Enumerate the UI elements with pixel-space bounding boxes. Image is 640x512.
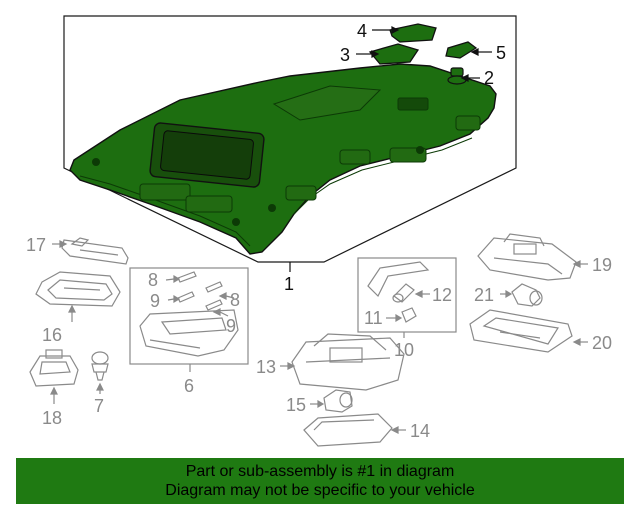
callout-5: 5: [496, 43, 506, 63]
callout-21: 21: [474, 285, 494, 305]
callout-19: 19: [592, 255, 612, 275]
clip-part-5[interactable]: [445, 41, 478, 59]
grab-handle-part-10[interactable]: [367, 261, 430, 298]
bulb-part-15[interactable]: [323, 389, 353, 413]
callout-14: 14: [410, 421, 430, 441]
callout-4: 4: [357, 21, 367, 41]
parts-diagram: 1 2 3 4 5: [26, 15, 612, 447]
callout-15: 15: [286, 395, 306, 415]
callout-12: 12: [432, 285, 452, 305]
callout-1: 1: [284, 274, 294, 294]
callout-17: 17: [26, 235, 46, 255]
sun-visor-part-6[interactable]: [139, 309, 239, 357]
visor-clip-part-9a[interactable]: [177, 291, 195, 303]
callout-2: 2: [484, 68, 494, 88]
callout-3: 3: [340, 45, 350, 65]
callout-7: 7: [94, 396, 104, 416]
clip-part-4[interactable]: [389, 23, 437, 43]
callout-10: 10: [394, 340, 414, 360]
trim-strip-part-17[interactable]: [61, 237, 129, 265]
callout-13: 13: [256, 357, 276, 377]
console-part-16[interactable]: [35, 271, 121, 307]
leaders-dark: [289, 26, 492, 272]
headliner-part-1[interactable]: [69, 63, 497, 255]
lens-part-20[interactable]: [469, 309, 573, 353]
callout-9b: 9: [226, 316, 236, 336]
footer-banner: Part or sub-assembly is #1 in diagram Di…: [16, 458, 624, 504]
callout-9a: 9: [150, 291, 160, 311]
clip-part-7[interactable]: [91, 351, 109, 381]
callout-8b: 8: [230, 290, 240, 310]
grey-parts: [29, 233, 588, 447]
handle-group-frame: [357, 257, 457, 333]
bulb-part-21[interactable]: [511, 283, 543, 307]
footer-line-1: Part or sub-assembly is #1 in diagram: [185, 463, 455, 480]
callout-16: 16: [42, 325, 62, 345]
callout-8a: 8: [148, 270, 158, 290]
lamp-part-19[interactable]: [477, 233, 577, 281]
visor-clip-part-8a[interactable]: [177, 271, 197, 283]
overhead-console-part-13[interactable]: [291, 333, 405, 391]
footer-line-2: Diagram may not be specific to your vehi…: [165, 482, 475, 499]
lens-cover-part-14[interactable]: [303, 413, 393, 447]
callout-11: 11: [364, 308, 383, 328]
visor-group-frame: [129, 267, 249, 365]
callout-18: 18: [42, 408, 62, 428]
cap-part-11[interactable]: [401, 307, 417, 323]
assembly-1-frame: [63, 15, 517, 263]
visor-clip-part-9b[interactable]: [205, 299, 223, 311]
visor-clip-part-8b[interactable]: [205, 281, 223, 293]
callout-20: 20: [592, 333, 612, 353]
lamp-housing-part-18[interactable]: [29, 349, 79, 387]
bulb-part-12[interactable]: [392, 283, 415, 303]
bracket-part-3[interactable]: [368, 43, 420, 65]
callout-6: 6: [184, 376, 194, 396]
